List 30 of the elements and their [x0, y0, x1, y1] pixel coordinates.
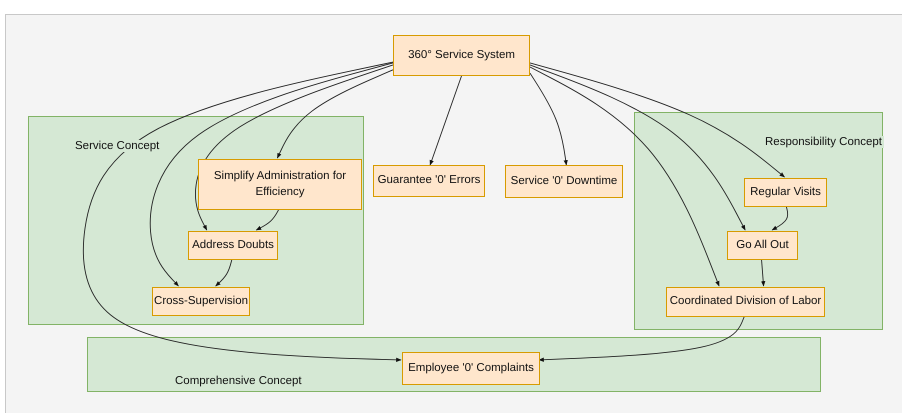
- group-title: Service Concept: [73, 140, 162, 152]
- arrow: [276, 69, 394, 158]
- process-box: Address Doubts: [188, 231, 278, 260]
- process-box: Go All Out: [727, 231, 798, 260]
- arrow: [530, 66, 720, 286]
- arrow: [538, 316, 745, 362]
- process-box: Employee '0' Complaints: [402, 352, 540, 385]
- arrow: [430, 76, 462, 166]
- group-title: Responsibility Concept: [763, 136, 884, 148]
- arrow: [215, 258, 232, 286]
- arrow: [195, 64, 394, 230]
- process-box: Guarantee '0' Errors: [373, 165, 485, 197]
- process-box: Cross-Supervision: [152, 287, 250, 316]
- arrow: [530, 64, 746, 230]
- group-title: Comprehensive Concept: [173, 375, 304, 387]
- arrow: [761, 258, 766, 287]
- arrow: [772, 206, 788, 230]
- group-panel: [634, 112, 883, 330]
- group-panel: [87, 337, 821, 392]
- arrow: [150, 62, 394, 286]
- process-box: Coordinated Division of Labor: [666, 287, 825, 317]
- process-box: Service '0' Downtime: [505, 165, 623, 198]
- arrow: [256, 208, 280, 230]
- process-box: Simplify Administration for Efficiency: [198, 159, 362, 210]
- process-box: Regular Visits: [744, 178, 827, 207]
- arrow: [530, 72, 568, 166]
- arrow: [82, 62, 402, 362]
- process-box: 360° Service System: [393, 35, 530, 76]
- arrow: [530, 62, 785, 178]
- group-panel: [28, 116, 364, 325]
